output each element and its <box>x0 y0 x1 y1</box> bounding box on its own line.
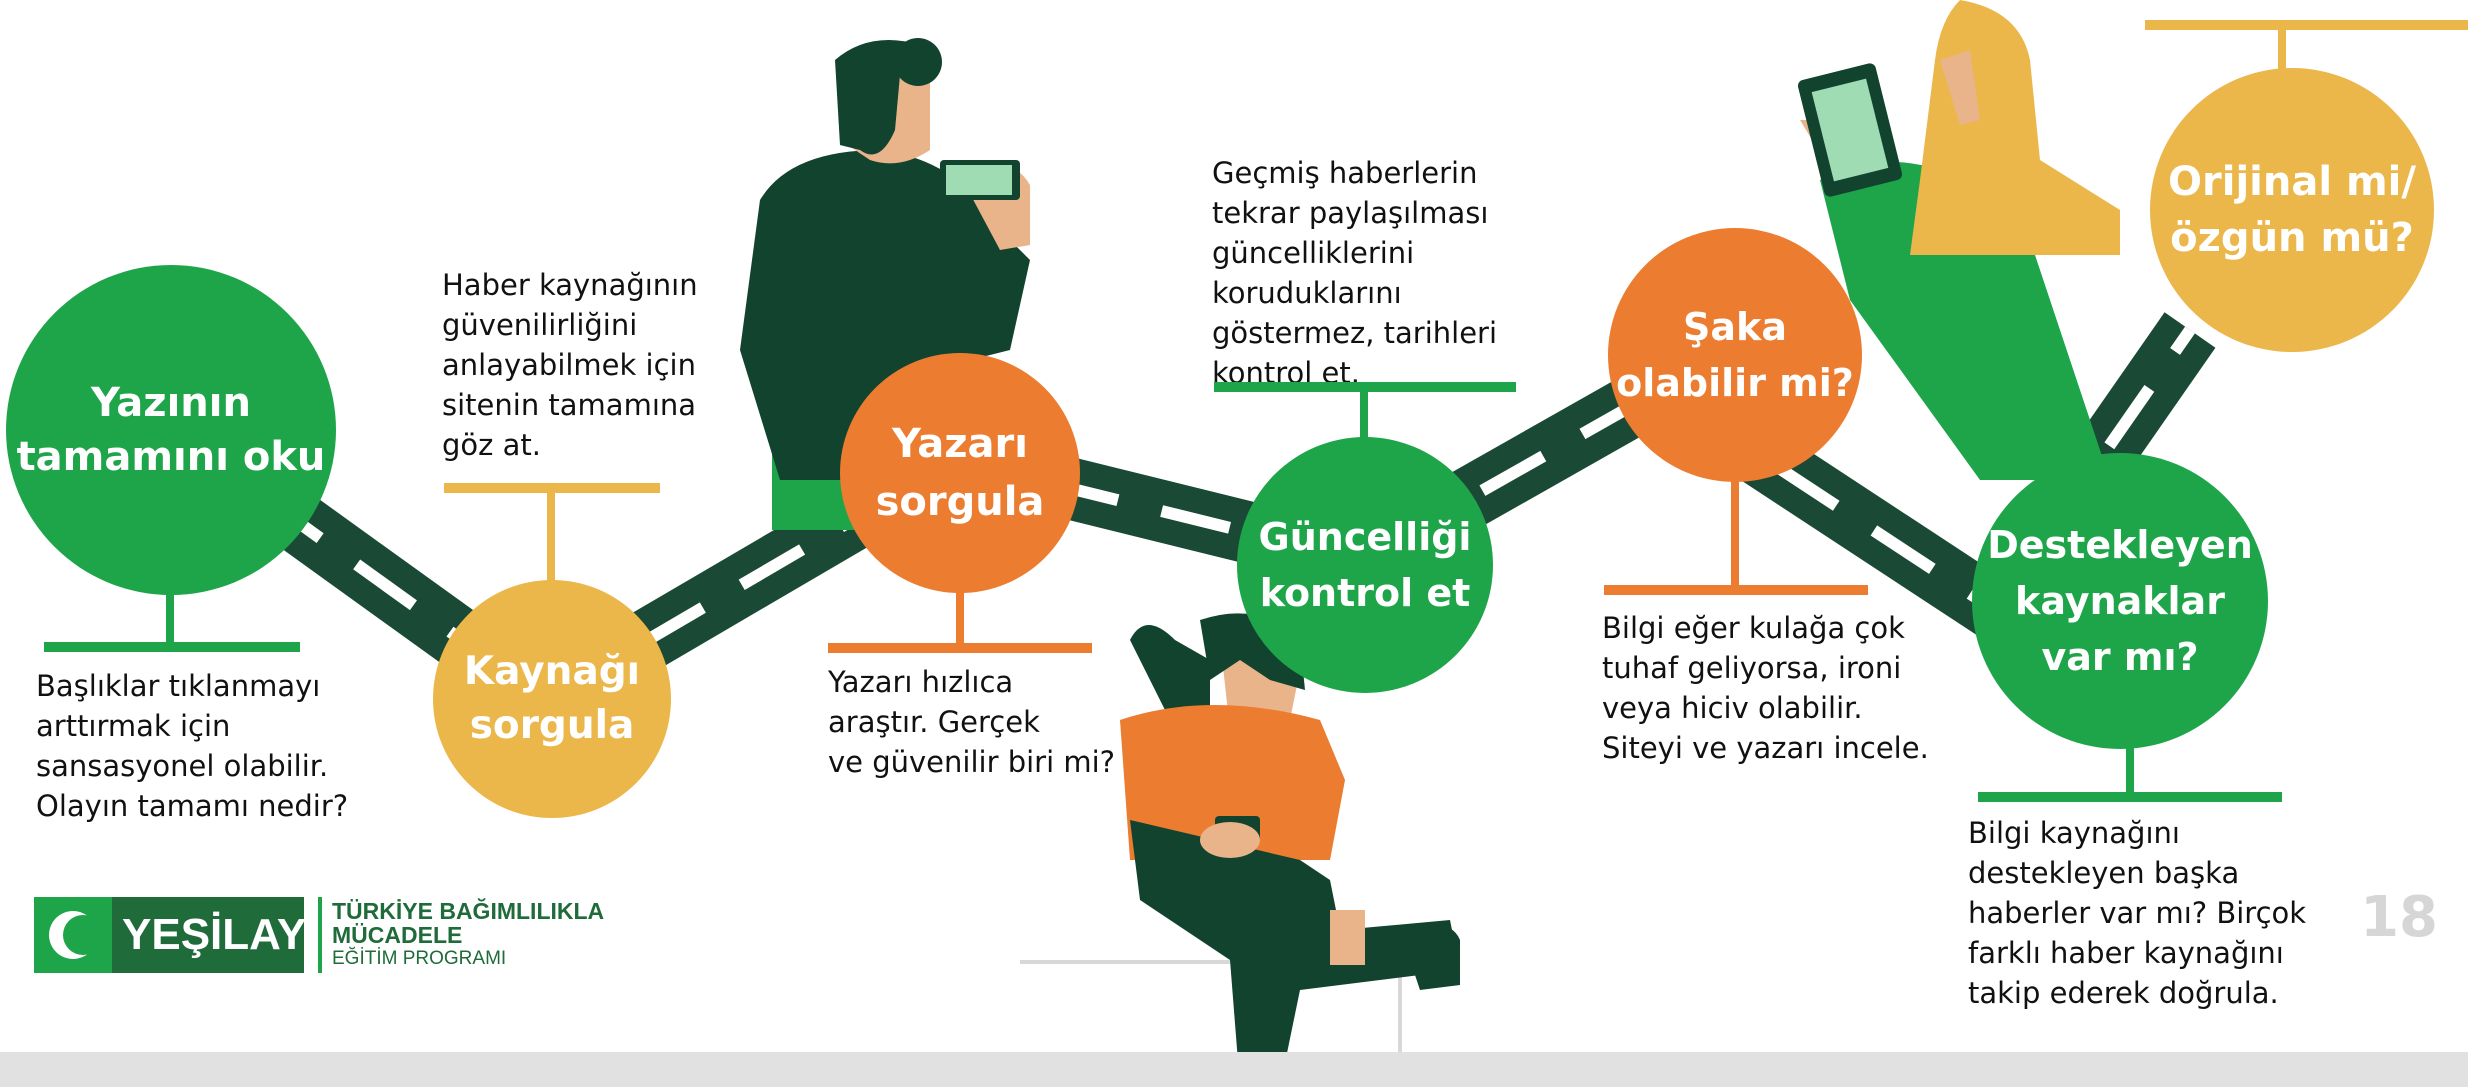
step-title: Yazının tamamını oku <box>16 380 326 480</box>
step-note: Haber kaynağının güvenilirliğini anlayab… <box>442 268 698 462</box>
step-title: Güncelliği kontrol et <box>1258 515 1472 615</box>
footer-band <box>0 1052 2468 1087</box>
logo-brand: YEŞİLAY <box>122 910 307 959</box>
step-note: Başlıklar tıklanmayı arttırmak için sans… <box>36 669 349 823</box>
connector-stem <box>2126 745 2134 795</box>
logo-box: YEŞİLAY <box>34 897 307 973</box>
step-title: Kaynağı sorgula <box>463 649 641 748</box>
step-circle-is-it-original: Orijinal mi/ özgün mü? <box>2150 68 2434 352</box>
connector-bar <box>1214 382 1516 392</box>
logo-line-2: MÜCADELE <box>332 922 463 948</box>
page-number: 18 <box>2360 885 2438 950</box>
connector-stem <box>2278 30 2286 74</box>
connector-bar <box>444 483 660 493</box>
connector-bar <box>828 643 1092 653</box>
connector-bar <box>2145 20 2468 30</box>
logo-line-1: TÜRKİYE BAĞIMLILIKLA <box>332 898 605 924</box>
step-note: Yazarı hızlıca araştır. Gerçek ve güveni… <box>828 665 1116 779</box>
step-circle-question-author: Yazarı sorgula <box>840 353 1080 593</box>
step-circle-is-it-a-joke: Şaka olabilir mi? <box>1608 228 1862 482</box>
logo-line-3: EĞİTİM PROGRAMI <box>332 948 507 969</box>
connector-bar <box>1978 792 2282 802</box>
step-title: Destekleyen kaynaklar var mı? <box>1987 523 2253 679</box>
connector-stem <box>166 590 174 646</box>
crescent-icon <box>34 897 112 973</box>
logo-subtitle: TÜRKİYE BAĞIMLILIKLA MÜCADELE EĞİTİM PRO… <box>332 899 604 971</box>
connector-stem <box>1360 392 1368 442</box>
step-circle-supporting-sources: Destekleyen kaynaklar var mı? <box>1972 453 2268 749</box>
connector-stem <box>956 588 964 644</box>
yesilay-logo: YEŞİLAY TÜRKİYE BAĞIMLILIKLA MÜCADELE EĞ… <box>34 897 604 973</box>
step-title: Şaka olabilir mi? <box>1616 305 1854 405</box>
step-note: Bilgi kaynağını destekleyen başka haberl… <box>1968 816 2307 1010</box>
connector-bar <box>1604 585 1868 595</box>
step-circle-read-full: Yazının tamamını oku <box>6 265 336 595</box>
connector-stem <box>547 493 555 583</box>
step-circle-question-source: Kaynağı sorgula <box>433 580 671 818</box>
step-note: Bilgi eğer kulağa çok tuhaf geliyorsa, i… <box>1602 611 1929 765</box>
woman-with-phone-illustration <box>1797 0 2120 480</box>
step-circle-check-date: Güncelliği kontrol et <box>1237 437 1493 693</box>
connector-stem <box>1731 480 1739 586</box>
step-title: Yazarı sorgula <box>875 421 1045 525</box>
logo-divider <box>318 897 322 973</box>
step-title: Orijinal mi/ özgün mü? <box>2168 159 2416 261</box>
step-note: Geçmiş haberlerin tekrar paylaşılması gü… <box>1212 156 1498 390</box>
connector-bar <box>44 642 300 652</box>
